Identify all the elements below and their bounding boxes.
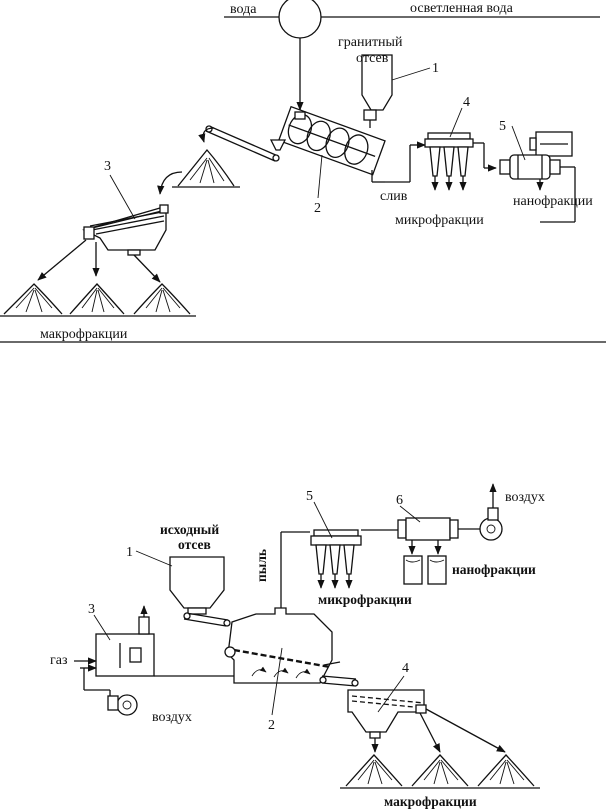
furnace-3 <box>74 605 155 677</box>
macro-piles-top <box>0 283 196 317</box>
nanofractions-label-top: нанофракции <box>513 194 593 209</box>
top-scheme-wet-classification: вода осветленная вода гранитный отсев 1 … <box>0 0 600 342</box>
label-3: 3 <box>104 159 111 174</box>
classifier-3 <box>82 204 169 256</box>
cyclone-5 <box>310 529 362 589</box>
granite-screening-label: гранитный <box>338 35 403 50</box>
screw-discharge-chute <box>269 139 287 151</box>
feed-conveyor-bottom <box>183 612 231 627</box>
air-in-label: воздух <box>152 710 192 725</box>
water-label: вода <box>230 2 257 17</box>
label-5-bottom: 5 <box>306 489 313 504</box>
source-screening-label: исходный <box>160 522 219 537</box>
exhaust-fan <box>479 483 503 541</box>
conveyor-to-classifier <box>319 675 359 687</box>
gas-label: газ <box>50 653 68 668</box>
dust-label: пыль <box>254 549 269 582</box>
source-screening-label-2: отсев <box>178 537 211 552</box>
label-1: 1 <box>432 61 439 76</box>
air-out-label: воздух <box>505 490 545 505</box>
screw-classifier-2 <box>277 105 386 176</box>
hopper-1 <box>361 54 393 128</box>
label-3-bottom: 3 <box>88 602 95 617</box>
label-6-bottom: 6 <box>396 493 403 508</box>
macrofractions-label-top: макрофракции <box>40 327 128 342</box>
label-4: 4 <box>463 95 470 110</box>
belt-conveyor-top <box>205 125 280 162</box>
water-pump <box>278 0 322 39</box>
dryer-classifier-2 <box>224 607 341 684</box>
screw-feed-inlet <box>294 111 306 120</box>
granite-screening-label-2: отсев <box>356 51 389 66</box>
drain-label: слив <box>380 189 408 204</box>
intermediate-pile <box>172 148 240 188</box>
bag-filter-6 <box>397 517 459 585</box>
label-2: 2 <box>314 201 321 216</box>
label-5: 5 <box>499 119 506 134</box>
nanofractions-label-bottom: нанофракции <box>452 562 536 577</box>
hopper-1-bottom <box>169 556 225 615</box>
microfractions-label-bottom: микрофракции <box>318 592 412 607</box>
macrofractions-label-bottom: макрофракции <box>384 794 477 809</box>
air-classifier-4 <box>347 689 506 753</box>
hydrocyclone-4 <box>424 132 474 191</box>
centrifuge-5 <box>499 131 576 223</box>
label-1-bottom: 1 <box>126 545 133 560</box>
bottom-scheme-dry-classification: исходный отсев 1 2 пыль <box>50 483 545 809</box>
clarified-water-label: осветленная вода <box>410 1 514 16</box>
macro-piles-bottom <box>340 754 540 789</box>
air-fan <box>83 668 138 716</box>
label-4-bottom: 4 <box>402 661 409 676</box>
microfractions-label-top: микрофракции <box>395 213 484 228</box>
label-2-bottom: 2 <box>268 718 275 733</box>
